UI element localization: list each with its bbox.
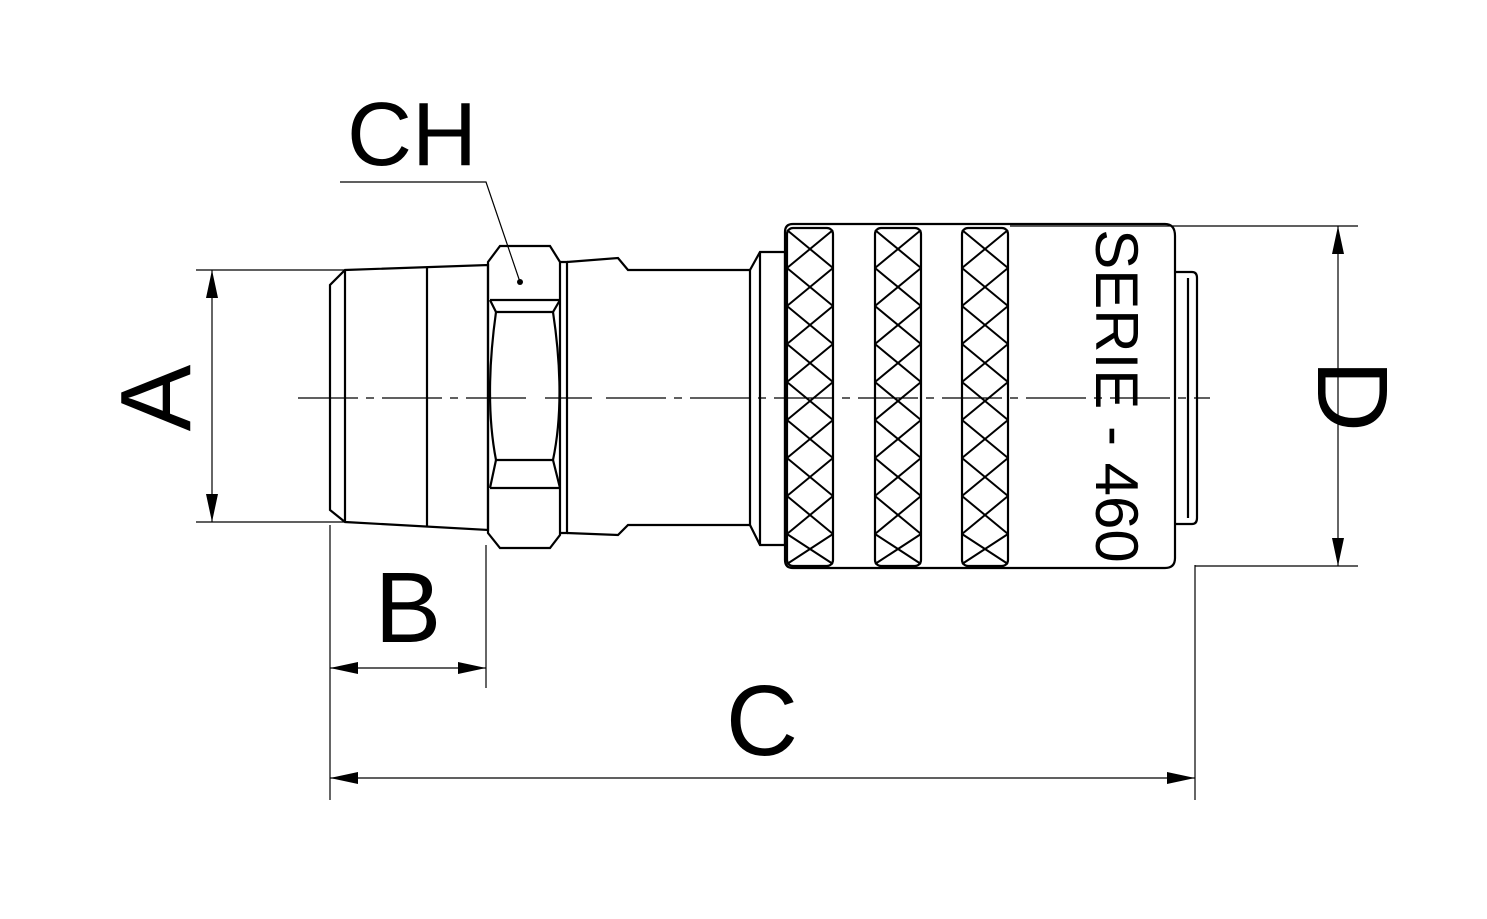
label-d: D xyxy=(1296,360,1408,432)
knurl-pattern-2 xyxy=(874,229,922,565)
label-ch: CH xyxy=(347,85,477,185)
knurl-band-1 xyxy=(785,226,835,568)
end-ring xyxy=(1175,270,1199,526)
dimension-c xyxy=(330,565,1196,800)
hex-nut xyxy=(486,244,562,550)
knurled-sleeve xyxy=(783,222,1177,570)
dimension-b xyxy=(329,525,487,800)
knurl-pattern-3 xyxy=(961,229,1009,565)
dimension-a xyxy=(196,269,345,523)
knurl-band-2 xyxy=(873,226,923,568)
ch-leader xyxy=(340,181,521,283)
label-c: C xyxy=(726,665,798,777)
knurl-band-3 xyxy=(960,226,1010,568)
engraving-text: SERIE - 460 xyxy=(1083,229,1150,563)
label-b: B xyxy=(375,552,442,664)
label-a: A xyxy=(100,364,212,431)
knurl-pattern-1 xyxy=(786,229,834,565)
dimension-d xyxy=(1010,225,1358,567)
neck-body xyxy=(560,250,787,547)
